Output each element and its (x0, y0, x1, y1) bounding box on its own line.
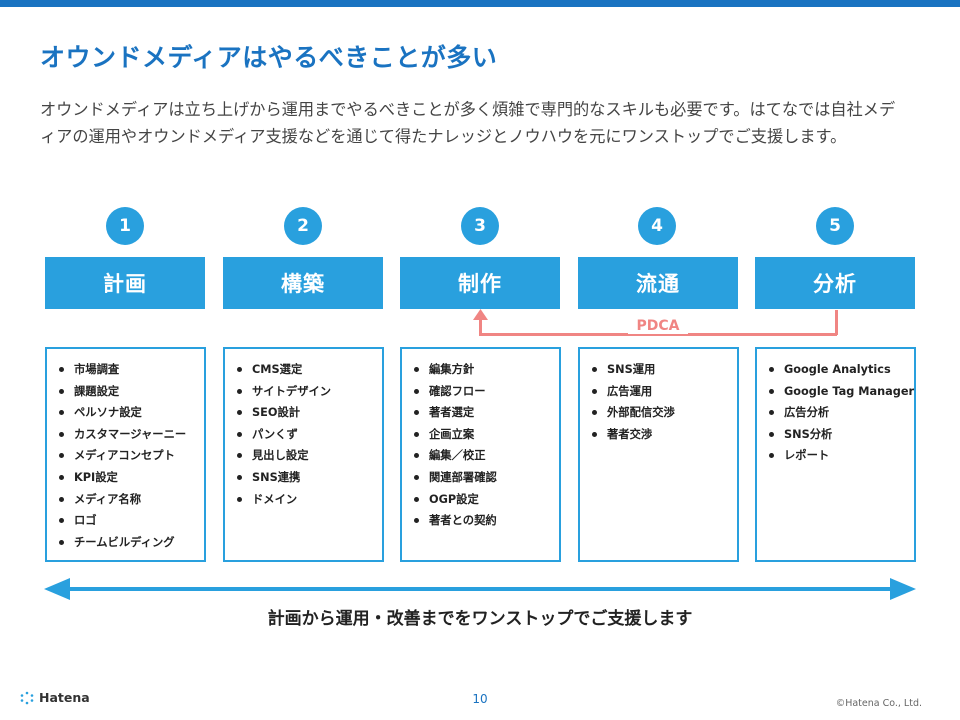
task-item: CMS選定 (237, 359, 382, 381)
task-item: 見出し設定 (237, 445, 382, 467)
step-heading-distribution: 流通 (578, 257, 738, 309)
task-item: 編集／校正 (414, 445, 559, 467)
task-item: 著者交渉 (592, 424, 737, 446)
step-heading-plan: 計画 (45, 257, 205, 309)
hatena-logo: Hatena (20, 690, 90, 705)
task-item: Google Analytics (769, 359, 914, 381)
step-tasks-production: 編集方針 確認フロー 著者選定 企画立案 編集／校正 関連部署確認 OGP設定 … (400, 347, 561, 562)
step-tasks-distribution: SNS運用 広告運用 外部配信交渉 著者交渉 (578, 347, 739, 562)
task-item: OGP設定 (414, 489, 559, 511)
task-item: ドメイン (237, 489, 382, 511)
step-number-badge: 2 (284, 207, 322, 245)
pdca-line-vertical-right (835, 310, 838, 335)
copyright-notice: ©Hatena Co., Ltd. (835, 698, 922, 709)
task-item: KPI設定 (59, 467, 204, 489)
step-number-badge: 1 (106, 207, 144, 245)
task-item: カスタマージャーニー (59, 424, 204, 446)
task-item: 市場調査 (59, 359, 204, 381)
step-heading-build: 構築 (223, 257, 383, 309)
task-item: 関連部署確認 (414, 467, 559, 489)
task-item: パンくず (237, 424, 382, 446)
page-title: オウンドメディアはやるべきことが多い (40, 43, 498, 72)
task-item: SNS運用 (592, 359, 737, 381)
pdca-label: PDCA (628, 318, 688, 334)
step-tasks-build: CMS選定 サイトデザイン SEO設計 パンくず 見出し設定 SNS連携 ドメイ… (223, 347, 384, 562)
step-heading-analysis: 分析 (755, 257, 915, 309)
task-item: チームビルディング (59, 532, 204, 554)
step-number-badge: 3 (461, 207, 499, 245)
step-number-badge: 4 (638, 207, 676, 245)
task-item: サイトデザイン (237, 381, 382, 403)
top-accent-bar (0, 0, 960, 7)
task-item: ペルソナ設定 (59, 402, 204, 424)
task-item: 広告運用 (592, 381, 737, 403)
task-item: 著者との契約 (414, 510, 559, 532)
task-item: 外部配信交渉 (592, 402, 737, 424)
task-item: メディア名称 (59, 489, 204, 511)
step-heading-production: 制作 (400, 257, 560, 309)
step-number-badge: 5 (816, 207, 854, 245)
logo-text: Hatena (39, 690, 90, 705)
task-item: 確認フロー (414, 381, 559, 403)
pdca-line-horizontal (479, 333, 837, 336)
hatena-logo-icon (20, 691, 34, 704)
intro-paragraph: オウンドメディアは立ち上げから運用までやるべきことが多く煩雑で専門的なスキルも必… (40, 100, 896, 146)
task-item: Google Tag Manager (769, 381, 914, 403)
task-item: 編集方針 (414, 359, 559, 381)
step-tasks-plan: 市場調査 課題設定 ペルソナ設定 カスタマージャーニー メディアコンセプト KP… (45, 347, 206, 562)
task-item: SEO設計 (237, 402, 382, 424)
task-item: SNS分析 (769, 424, 914, 446)
task-item: 著者選定 (414, 402, 559, 424)
task-item: SNS連携 (237, 467, 382, 489)
task-item: メディアコンセプト (59, 445, 204, 467)
step-tasks-analysis: Google Analytics Google Tag Manager 広告分析… (755, 347, 916, 562)
pdca-arrowhead-icon (473, 309, 488, 320)
task-item: レポート (769, 445, 914, 467)
task-item: 広告分析 (769, 402, 914, 424)
double-arrow-icon (44, 578, 916, 600)
pdca-line-vertical-left (479, 318, 482, 335)
task-item: ロゴ (59, 510, 204, 532)
page-number: 10 (472, 692, 488, 706)
task-item: 課題設定 (59, 381, 204, 403)
tagline: 計画から運用・改善までをワンストップでご支援します (267, 609, 693, 629)
task-item: 企画立案 (414, 424, 559, 446)
